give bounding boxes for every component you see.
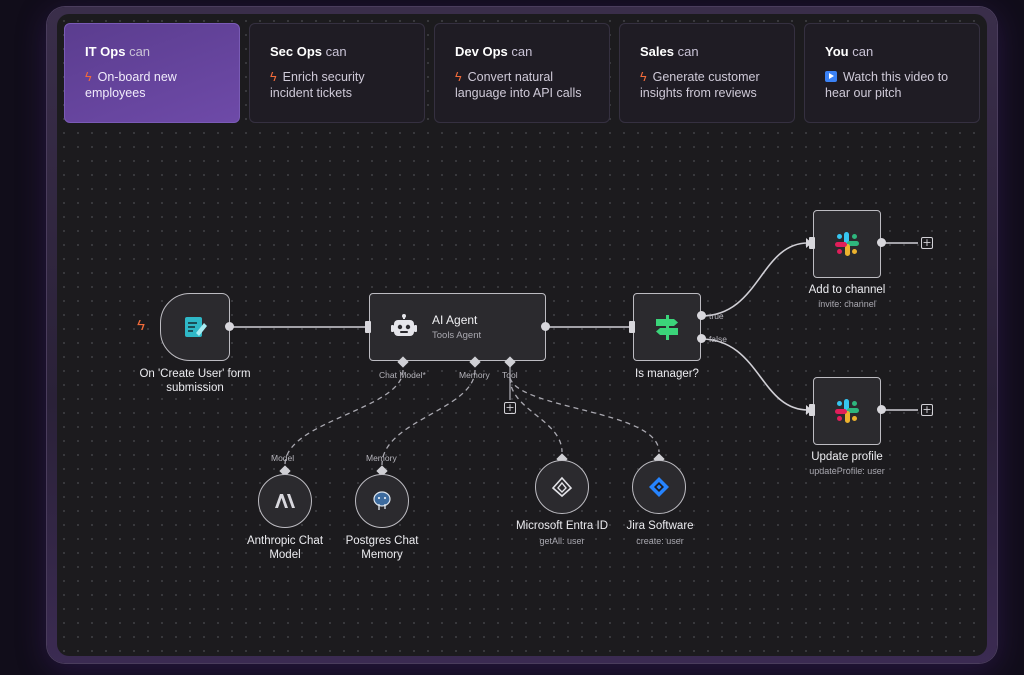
tab-description: Watch this video to hear our pitch xyxy=(825,70,949,100)
tab-can-label: can xyxy=(852,44,874,59)
connection-agent-jira xyxy=(509,377,660,453)
add-channel-output-port[interactable] xyxy=(877,238,886,247)
add-node-button[interactable]: + xyxy=(921,236,933,249)
postgres-memory-label: Postgres Chat Memory xyxy=(345,535,419,561)
postgres-icon xyxy=(373,491,391,510)
chat-model-port-label: Chat Model* xyxy=(379,370,426,380)
update-profile-label: Update profile xyxy=(811,451,883,463)
tab-can-label: can xyxy=(325,44,347,59)
memory-port-label: Memory xyxy=(459,370,490,380)
slack-icon xyxy=(835,232,859,256)
tab-can-label: can xyxy=(677,44,699,59)
tab-team-label: Sales xyxy=(640,44,674,59)
is-manager-node[interactable] xyxy=(633,293,701,361)
false-branch-label: false xyxy=(709,334,727,344)
tab-team-label: IT Ops xyxy=(85,44,126,59)
postgres-memory-node[interactable] xyxy=(355,474,409,528)
is-manager-label: Is manager? xyxy=(635,368,699,380)
tab-can-label: can xyxy=(511,44,533,59)
if-input-port[interactable] xyxy=(629,321,635,333)
connection-agent-entra xyxy=(509,377,563,453)
bolt-icon: ϟ xyxy=(85,70,92,84)
tab-description: On-board new employees xyxy=(85,70,177,100)
jira-icon xyxy=(649,477,669,497)
connection-true-add-channel xyxy=(700,242,809,317)
update-profile-sub: updateProfile: user xyxy=(809,466,885,476)
add-to-channel-label: Add to channel xyxy=(808,284,886,296)
trigger-label: On 'Create User' form submission xyxy=(139,368,251,394)
update-profile-input-port[interactable] xyxy=(809,404,815,416)
tab-description: Convert natural language into API calls xyxy=(455,70,582,100)
bolt-icon: ϟ xyxy=(455,70,462,84)
tab-team-label: You xyxy=(825,44,849,59)
entra-id-node[interactable] xyxy=(535,460,589,514)
bolt-icon: ϟ xyxy=(270,70,277,84)
add-node-button[interactable]: + xyxy=(921,403,933,416)
slack-icon xyxy=(835,399,859,423)
trigger-bolt-icon: ϟ xyxy=(137,317,145,334)
trigger-node[interactable] xyxy=(160,293,230,361)
ai-agent-node[interactable]: AI Agent Tools Agent xyxy=(369,293,546,361)
entra-icon xyxy=(551,476,573,498)
jira-label: Jira Software xyxy=(626,520,694,532)
false-output-port[interactable] xyxy=(697,334,706,343)
robot-icon xyxy=(391,314,417,336)
trigger-output-port[interactable] xyxy=(225,322,234,331)
anthropic-model-node[interactable] xyxy=(258,474,312,528)
anthropic-icon xyxy=(275,494,295,508)
add-to-channel-sub: invite: channel xyxy=(818,299,876,309)
tab-description: Enrich security incident tickets xyxy=(270,70,365,100)
model-port-label: Model xyxy=(271,453,295,463)
tab-description: Generate customer insights from reviews xyxy=(640,70,760,100)
true-branch-label: true xyxy=(709,311,724,321)
tab-you[interactable]: You can Watch this video to hear our pit… xyxy=(804,23,980,123)
jira-sub: create: user xyxy=(636,536,684,546)
jira-node[interactable] xyxy=(632,460,686,514)
bolt-icon: ϟ xyxy=(640,70,647,84)
anthropic-model-label: Anthropic Chat Model xyxy=(246,535,324,561)
agent-input-port[interactable] xyxy=(365,321,371,333)
update-profile-node[interactable] xyxy=(813,377,881,445)
true-output-port[interactable] xyxy=(697,311,706,320)
memory-node-port-label: Memory xyxy=(366,453,397,463)
add-to-channel-node[interactable] xyxy=(813,210,881,278)
connection-false-update-profile xyxy=(700,338,809,411)
tool-port-label: Tool xyxy=(502,370,518,380)
tab-team-label: Sec Ops xyxy=(270,44,323,59)
tab-team-label: Dev Ops xyxy=(455,44,508,59)
connection-agent-memory xyxy=(381,369,476,466)
form-icon xyxy=(185,317,207,337)
connection-agent-model xyxy=(284,369,404,466)
entra-id-sub: getAll: user xyxy=(539,536,585,546)
signpost-icon xyxy=(656,315,678,340)
tab-can-label: can xyxy=(129,44,151,59)
entra-id-label: Microsoft Entra ID xyxy=(515,520,609,532)
agent-output-port[interactable] xyxy=(541,322,550,331)
update-profile-output-port[interactable] xyxy=(877,405,886,414)
add-channel-input-port[interactable] xyxy=(809,237,815,249)
play-icon xyxy=(825,71,837,82)
agent-title: AI Agent xyxy=(432,313,478,327)
agent-subtitle: Tools Agent xyxy=(432,330,482,341)
add-tool-button[interactable]: + xyxy=(504,401,516,414)
